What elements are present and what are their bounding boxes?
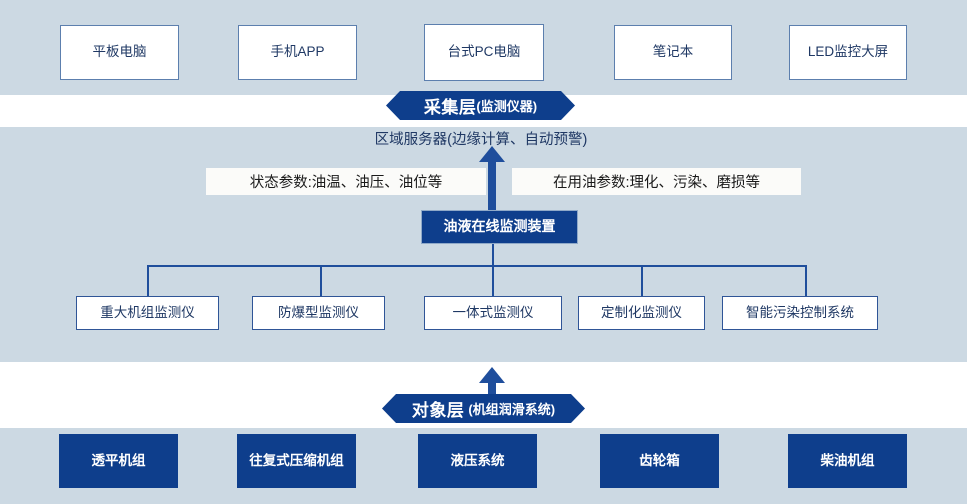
- terminal-label: LED监控大屏: [807, 44, 889, 60]
- object-banner-title: 对象层: [411, 401, 465, 420]
- terminal-label: 笔记本: [652, 44, 694, 60]
- equipment-box-diesel-unit[interactable]: 柴油机组: [788, 434, 907, 488]
- device-label: 智能污染控制系统: [746, 304, 854, 320]
- oil-parameters-label: 在用油参数:理化、污染、磨损等: [552, 175, 761, 191]
- object-to-collection-arrow-head: [479, 367, 505, 383]
- status-parameters-label: 状态参数:油温、油压、油位等: [249, 175, 443, 191]
- device-box-major-unit-monitor[interactable]: 重大机组监测仪: [76, 296, 219, 330]
- equipment-label: 液压系统: [450, 452, 505, 468]
- object-banner-subtitle: (机组润滑系统): [468, 402, 556, 417]
- hub-to-server-arrow-head: [479, 146, 505, 162]
- terminal-box-led-screen[interactable]: LED监控大屏: [789, 25, 907, 80]
- device-label: 一体式监测仪: [452, 304, 534, 320]
- device-bus-connector: [147, 265, 807, 267]
- device-drop-connector-1: [147, 265, 149, 297]
- equipment-box-turbine-unit[interactable]: 透平机组: [59, 434, 178, 488]
- equipment-box-gearbox[interactable]: 齿轮箱: [600, 434, 719, 488]
- device-hub-box[interactable]: 油液在线监测装置: [421, 210, 578, 244]
- terminal-box-desktop-pc[interactable]: 台式PC电脑: [424, 24, 544, 81]
- equipment-label: 柴油机组: [820, 452, 875, 468]
- oil-parameters-chip: 在用油参数:理化、污染、磨损等: [512, 168, 801, 195]
- terminal-box-laptop[interactable]: 笔记本: [614, 25, 732, 80]
- collection-banner-title: 采集层: [423, 98, 477, 117]
- terminal-label: 手机APP: [270, 44, 325, 60]
- device-box-explosion-proof-monitor[interactable]: 防爆型监测仪: [252, 296, 385, 330]
- object-to-collection-arrow-shaft: [488, 381, 496, 398]
- object-layer-banner: 对象层(机组润滑系统): [382, 394, 585, 423]
- device-box-integrated-monitor[interactable]: 一体式监测仪: [424, 296, 562, 330]
- equipment-label: 往复式压缩机组: [249, 452, 344, 468]
- device-label: 防爆型监测仪: [278, 304, 359, 320]
- terminal-label: 平板电脑: [92, 44, 147, 60]
- device-drop-connector-5: [805, 265, 807, 297]
- status-parameters-chip: 状态参数:油温、油压、油位等: [206, 168, 486, 195]
- terminal-label: 台式PC电脑: [447, 44, 521, 60]
- device-hub-label: 油液在线监测装置: [443, 218, 556, 235]
- device-label: 重大机组监测仪: [100, 304, 195, 320]
- equipment-label: 透平机组: [91, 452, 146, 468]
- terminal-box-mobile-app[interactable]: 手机APP: [238, 25, 357, 80]
- equipment-label: 齿轮箱: [639, 452, 680, 468]
- hub-stem-connector: [492, 244, 494, 266]
- collection-banner-subtitle: (监测仪器): [476, 99, 538, 114]
- hub-to-server-arrow-shaft: [488, 160, 496, 212]
- device-drop-connector-3: [492, 265, 494, 297]
- equipment-box-reciprocating-compressor[interactable]: 往复式压缩机组: [237, 434, 356, 488]
- region-server-text: 区域服务器(边缘计算、自动预警): [374, 132, 588, 148]
- equipment-box-hydraulic-system[interactable]: 液压系统: [418, 434, 537, 488]
- device-drop-connector-4: [641, 265, 643, 297]
- terminal-box-tablet[interactable]: 平板电脑: [60, 25, 179, 80]
- collection-layer-banner: 采集层(监测仪器): [386, 91, 575, 120]
- device-label: 定制化监测仪: [601, 304, 682, 320]
- device-drop-connector-2: [320, 265, 322, 297]
- device-box-smart-contamination-control[interactable]: 智能污染控制系统: [722, 296, 878, 330]
- region-server-label: 区域服务器(边缘计算、自动预警): [370, 128, 592, 149]
- device-box-customized-monitor[interactable]: 定制化监测仪: [578, 296, 705, 330]
